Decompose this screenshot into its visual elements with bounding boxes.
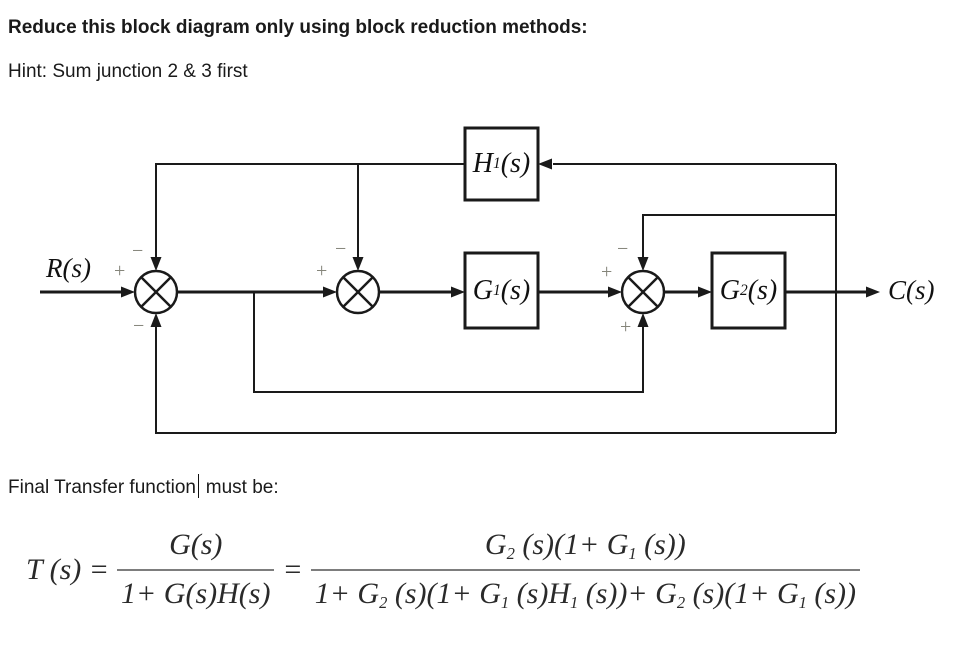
formula-lhs: T (s) =	[26, 552, 110, 586]
input-signal-label: R(s)	[46, 253, 91, 283]
caption-after-cursor: must be:	[205, 477, 279, 498]
transfer-function-formula: T (s) = G(s) 1+ G(s)H(s) = G2 (s)(1+ G1 …	[26, 528, 862, 611]
caption-before-cursor: Final Transfer function	[8, 477, 196, 498]
j1-minus-bottom-sign: −	[133, 315, 145, 337]
fraction-2-numerator: G2 (s)(1+ G1 (s))	[484, 528, 686, 563]
sum-junction-2	[335, 269, 381, 315]
fraction-1-numerator: G(s)	[169, 528, 223, 561]
feedback-paths	[155, 163, 837, 434]
j1-plus-sign: +	[114, 260, 126, 282]
j1-minus-top-sign: −	[132, 240, 144, 262]
sum-junction-3	[620, 269, 666, 315]
sum-junction-1	[133, 269, 179, 315]
arrowheads	[121, 158, 880, 327]
fraction-1-denominator: 1+ G(s)H(s)	[117, 568, 275, 612]
fraction-2-denominator: 1+ G2 (s)(1+ G1 (s)H1 (s))+ G2 (s)(1+ G1…	[310, 568, 861, 612]
final-transfer-caption: Final Transfer function must be:	[8, 474, 279, 501]
page-title: Reduce this block diagram only using blo…	[8, 17, 588, 38]
j3-minus-top-sign: −	[617, 238, 629, 260]
j3-plus-left-sign: +	[601, 261, 613, 283]
fraction-2: G2 (s)(1+ G1 (s)) 1+ G2 (s)(1+ G1 (s)H1 …	[310, 528, 861, 612]
g1-block	[463, 251, 540, 330]
block-rects	[463, 126, 787, 330]
formula-equals: =	[282, 552, 303, 586]
hint-text: Hint: Sum junction 2 & 3 first	[8, 61, 248, 82]
output-signal-label: C(s)	[888, 275, 935, 305]
j2-plus-sign: +	[316, 260, 328, 282]
text-cursor	[197, 474, 200, 498]
j3-plus-bottom-sign: +	[620, 316, 632, 338]
j2-minus-top-sign: −	[335, 238, 347, 260]
signal-lines	[40, 163, 868, 434]
fraction-1: G(s) 1+ G(s)H(s)	[117, 528, 275, 612]
g2-block	[710, 251, 787, 330]
